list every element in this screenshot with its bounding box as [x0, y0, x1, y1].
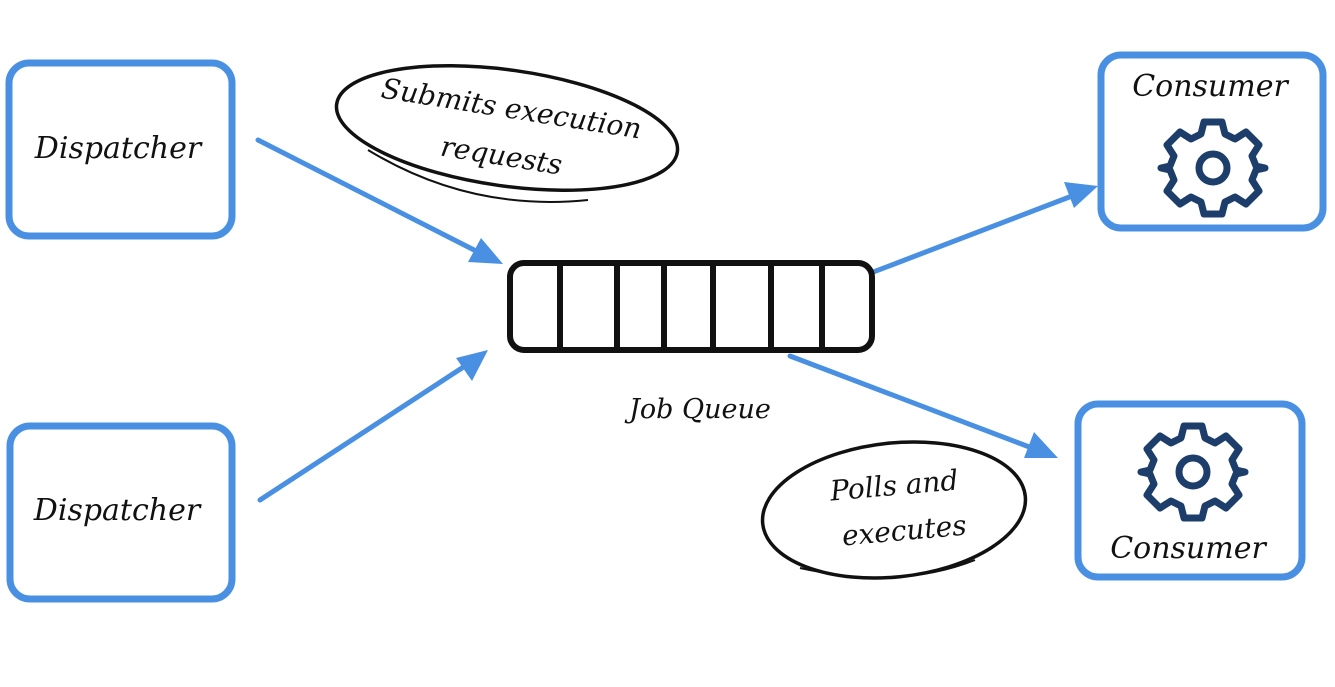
arrow-dispatcher-top-to-queue	[255, 137, 503, 264]
gear-icon	[1137, 422, 1249, 522]
gear-icon	[1157, 118, 1269, 218]
job-queue: Job Queue	[507, 260, 875, 425]
job-queue-label: Job Queue	[624, 394, 771, 425]
dispatcher-node-top: Dispatcher	[5, 59, 236, 240]
dispatcher-node-bottom: Dispatcher	[6, 422, 236, 603]
consumer-node-bottom: Consumer	[1074, 400, 1306, 581]
arrow-queue-to-consumer-top	[839, 182, 1098, 287]
consumer-bottom-label: Consumer	[1110, 531, 1267, 566]
arrow-queue-to-consumer-bottom	[787, 353, 1058, 458]
consumer-top-label: Consumer	[1132, 69, 1289, 104]
dispatcher-bottom-label: Dispatcher	[33, 493, 202, 528]
consumer-node-top: Consumer	[1097, 51, 1327, 232]
annotation-polls: Polls and executes	[760, 440, 1028, 580]
arrow-dispatcher-bottom-to-queue	[257, 350, 488, 503]
annotation-submits: Submits execution requests	[334, 64, 680, 203]
dispatcher-top-label: Dispatcher	[34, 131, 203, 166]
